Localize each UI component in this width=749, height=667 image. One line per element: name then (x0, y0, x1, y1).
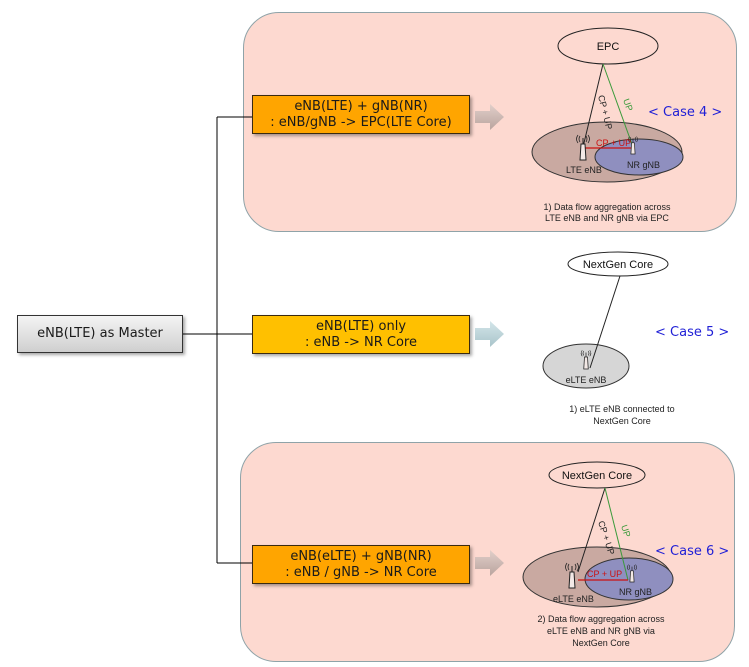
up-core-link (602, 63, 634, 148)
case-6-caption-line-3: NextGen Core (572, 638, 630, 648)
case-6-diagram: NextGen Core CP + UP UP CP + UP eLTE eNB… (522, 461, 729, 648)
option-line-2: : eNB -> NR Core (305, 334, 417, 350)
root-node-box[interactable]: eNB(LTE) as Master (17, 315, 183, 353)
lte-enb-label: LTE eNB (566, 165, 602, 175)
cp-up-core-link (582, 63, 604, 148)
case-5-caption-line-1: 1) eLTE eNB connected to (569, 404, 674, 414)
case-6-caption-line-2: eLTE eNB and NR gNB via (547, 626, 655, 636)
cp-up-core-link (577, 487, 606, 573)
cp-up-node-label: CP + UP (587, 569, 622, 579)
up-core-link (604, 487, 629, 581)
option-box-case-5[interactable]: eNB(LTE) only : eNB -> NR Core (252, 315, 470, 354)
epc-core-ellipse (557, 27, 659, 65)
case-4-caption-line-1: 1) Data flow aggregation across (543, 202, 671, 212)
option-line-1: eNB(LTE) only (315, 318, 407, 334)
epc-core-label: EPC (597, 41, 620, 53)
core-link (589, 275, 621, 369)
arrow-case-6 (475, 550, 504, 576)
option-box-case-6[interactable]: eNB(eLTE) + gNB(NR) : eNB / gNB -> NR Co… (252, 545, 470, 584)
cp-up-node-label: CP + UP (596, 138, 631, 148)
arrow-case-4 (475, 104, 504, 130)
up-core-label: UP (619, 524, 632, 539)
case-5-label: < Case 5 > (655, 325, 729, 340)
nr-gnb-label: NR gNB (619, 587, 652, 597)
case-5-caption-line-2: NextGen Core (593, 416, 651, 426)
case-5-diagram: NextGen Core eLTE eNB < Case 5 > 1) eLTE… (542, 251, 729, 426)
nextgen-core-ellipse (548, 461, 646, 489)
nextgen-core-label: NextGen Core (562, 470, 632, 482)
option-line-2: : eNB / gNB -> NR Core (285, 564, 437, 580)
case-4-diagram: EPC CP + UP UP CP + UP LTE eNB NR gNB < … (531, 27, 722, 223)
case-4-label: < Case 4 > (648, 105, 722, 120)
up-core-label: UP (621, 97, 635, 112)
nr-coverage-ellipse (584, 557, 674, 601)
nextgen-core-label: NextGen Core (583, 259, 653, 271)
case-6-label: < Case 6 > (655, 544, 729, 559)
root-node-label: eNB(LTE) as Master (37, 326, 163, 341)
case-4-caption-line-2: LTE eNB and NR gNB via EPC (545, 213, 669, 223)
case-6-caption-line-1: 2) Data flow aggregation across (537, 614, 665, 624)
nr-gnb-label: NR gNB (627, 160, 660, 170)
elte-enb-label: eLTE eNB (566, 375, 607, 385)
elte-enb-label: eLTE eNB (553, 594, 594, 604)
option-box-case-4[interactable]: eNB(LTE) + gNB(NR) : eNB/gNB -> EPC(LTE … (252, 95, 470, 134)
nextgen-core-ellipse (567, 251, 669, 277)
option-line-1: eNB(eLTE) + gNB(NR) (290, 548, 432, 564)
arrow-case-5 (475, 321, 504, 347)
option-line-1: eNB(LTE) + gNB(NR) (294, 98, 428, 114)
option-line-2: : eNB/gNB -> EPC(LTE Core) (270, 114, 452, 130)
